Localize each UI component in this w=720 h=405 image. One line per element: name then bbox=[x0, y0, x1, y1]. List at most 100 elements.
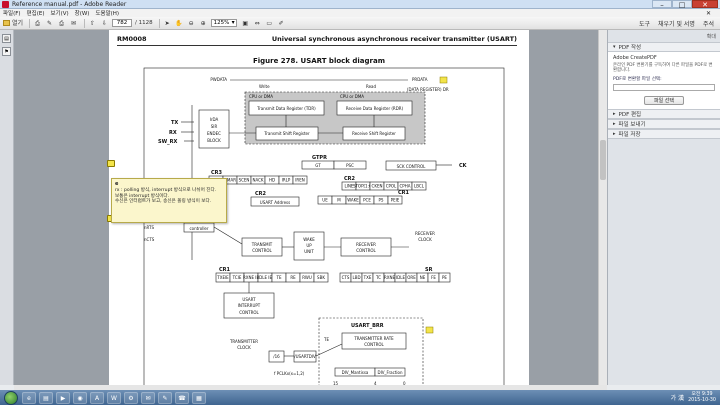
taskbar-app-button[interactable]: ⚙ bbox=[124, 391, 138, 404]
wakeup-1: WAKE bbox=[303, 237, 315, 242]
irda-label-3: ENDEC bbox=[207, 131, 221, 136]
menu-help[interactable]: 도움말(H) bbox=[95, 11, 120, 17]
previous-page-icon[interactable]: ⇧ bbox=[90, 19, 96, 27]
horizontal-scrollbar[interactable] bbox=[14, 385, 607, 390]
email-icon[interactable]: ✉ bbox=[71, 19, 77, 27]
baud-control-2: CONTROL bbox=[364, 342, 384, 347]
comment-tool-icon[interactable]: ▭ bbox=[266, 19, 272, 27]
pin-ncts: nCTS bbox=[144, 237, 155, 242]
cr1-field-label: TCIE bbox=[232, 275, 242, 280]
tasks-pane: 확대 ▾ PDF 작성 Adobe CreatePDF 온라인 PDF 변환기를… bbox=[607, 30, 720, 385]
comment-tab[interactable]: 주석 bbox=[702, 21, 714, 28]
ime-indicator[interactable]: 가 漢 bbox=[670, 395, 685, 402]
highlight-tool-icon[interactable]: ✐ bbox=[278, 19, 284, 27]
document-viewport[interactable]: RM0008 Universal synchronous asynchronou… bbox=[14, 30, 606, 390]
clock[interactable]: 오전 9:39 2015-10-30 bbox=[688, 392, 716, 403]
brr-bit-0: 0 bbox=[403, 381, 406, 386]
next-page-icon[interactable]: ⇩ bbox=[102, 19, 108, 27]
hand-tool-icon[interactable]: ✋ bbox=[175, 19, 183, 27]
minimize-button[interactable]: – bbox=[652, 0, 672, 9]
tools-tab[interactable]: 도구 bbox=[638, 21, 651, 28]
section-edit-pdf[interactable]: ▸ PDF 편집 bbox=[608, 108, 720, 119]
select-tool-icon[interactable]: ➤ bbox=[164, 19, 170, 27]
select-file-label: PDF로 변환할 파일 선택: bbox=[613, 76, 662, 82]
vertical-scrollbar[interactable] bbox=[598, 30, 607, 385]
gtpr-name: GTPR bbox=[312, 155, 327, 161]
taskbar-app-button[interactable]: ☎ bbox=[175, 391, 189, 404]
fill-sign-tab[interactable]: 채우기 및 서명 bbox=[658, 21, 695, 28]
gtpr-psc-label: PSC bbox=[346, 163, 354, 168]
doc-id: RM0008 bbox=[117, 35, 147, 43]
cr1-field-label: RE bbox=[290, 275, 296, 280]
fit-width-icon[interactable]: ⇔ bbox=[254, 19, 260, 27]
zoom-select[interactable]: 125% bbox=[210, 19, 237, 27]
menu-edit[interactable]: 편집(E) bbox=[26, 11, 45, 17]
taskbar-app-button[interactable]: W bbox=[107, 391, 121, 404]
menu-view[interactable]: 보기(V) bbox=[50, 11, 69, 17]
cr3-register: DMATDMARSCENNACKHDIRLPIREN bbox=[208, 175, 308, 185]
cr1-top-field-label: PS bbox=[379, 198, 384, 203]
pin-nrts: nRTS bbox=[144, 225, 154, 230]
cr1-field-label: TXEIE bbox=[216, 275, 229, 280]
comment-author: e bbox=[115, 181, 119, 187]
toolbar-divider bbox=[29, 18, 31, 28]
file-select-field[interactable] bbox=[613, 83, 715, 91]
sr-field-label: NE bbox=[420, 275, 426, 280]
dr-label: (DATA REGISTER) DR bbox=[407, 87, 449, 92]
cr1-field-label: TE bbox=[276, 275, 282, 280]
taskbar-app-button[interactable]: e bbox=[22, 391, 36, 404]
document-close-icon[interactable]: ✕ bbox=[705, 9, 711, 17]
comment-note-icon[interactable] bbox=[107, 160, 115, 167]
page-thumbnails-icon[interactable]: ▤ bbox=[2, 34, 11, 43]
menu-file[interactable]: 파일(F) bbox=[3, 11, 21, 17]
zoom-in-icon[interactable]: ⊕ bbox=[200, 19, 206, 27]
sr-field-label: IDLE bbox=[396, 275, 405, 280]
taskbar-app-button[interactable]: ▶ bbox=[56, 391, 70, 404]
header-rule bbox=[117, 45, 517, 46]
usart-brr-group bbox=[318, 317, 424, 390]
bookmarks-icon[interactable]: ⚑ bbox=[2, 47, 11, 56]
taskbar-app-button[interactable]: ✎ bbox=[158, 391, 172, 404]
fit-page-icon[interactable]: ▣ bbox=[242, 19, 248, 27]
maximize-button[interactable]: □ bbox=[672, 0, 692, 9]
cr1-top-field-label: UE bbox=[322, 198, 328, 203]
section-send-file-label: 파일 보내기 bbox=[618, 121, 646, 128]
navigation-pane: ▤ ⚑ bbox=[0, 30, 14, 385]
taskbar-app-button[interactable]: ▦ bbox=[192, 391, 206, 404]
select-file-button[interactable]: 파일 선택 bbox=[644, 95, 684, 105]
start-button[interactable] bbox=[4, 390, 18, 405]
open-label: 열기 bbox=[12, 19, 24, 27]
comment-popup[interactable]: e rx : polling 방식, interrupt 방식으로 나뉘어 진다… bbox=[111, 178, 227, 223]
tx-shift-label: Transmit Shift Register bbox=[263, 131, 310, 136]
taskbar-app-button[interactable]: ◉ bbox=[73, 391, 87, 404]
cr1-top-field-label: WAKE bbox=[347, 198, 359, 203]
pane-expand-label[interactable]: 확대 bbox=[706, 33, 716, 40]
open-button[interactable]: 열기 bbox=[3, 19, 23, 28]
pclk-label: f PCLKx(x=1,2) bbox=[274, 371, 305, 376]
zoom-out-icon[interactable]: ⊖ bbox=[188, 19, 194, 27]
taskbar-app-button[interactable]: ✉ bbox=[141, 391, 155, 404]
create-pdf-icon[interactable]: ⎙ bbox=[35, 19, 40, 27]
close-button[interactable]: ✕ bbox=[692, 0, 718, 9]
edit-icon[interactable]: ✎ bbox=[47, 19, 53, 27]
note-marker-icon bbox=[439, 76, 448, 84]
menu-window[interactable]: 창(W) bbox=[74, 11, 90, 17]
window-controls: – □ ✕ bbox=[652, 0, 718, 9]
taskbar-app-button[interactable]: A bbox=[90, 391, 104, 404]
cr1-top-name: CR1 bbox=[398, 190, 410, 196]
cr3-field-label: IRLP bbox=[282, 178, 291, 183]
section-store-file[interactable]: ▸ 파일 저장 bbox=[608, 128, 720, 139]
transmit-control-box bbox=[241, 237, 283, 257]
scrollbar-thumb[interactable] bbox=[600, 140, 606, 180]
sr-field-label: PE bbox=[442, 275, 447, 280]
section-send-file[interactable]: ▸ 파일 보내기 bbox=[608, 118, 720, 129]
wakeup-unit-box bbox=[293, 231, 325, 261]
div-fraction-box bbox=[374, 367, 406, 377]
page-number-input[interactable]: 782 bbox=[112, 19, 133, 27]
section-create-pdf[interactable]: ▾ PDF 작성 bbox=[608, 42, 720, 52]
ck-pin-label: CK bbox=[459, 163, 468, 169]
cr1-field-label: RWU bbox=[302, 275, 312, 280]
wakeup-2: UP bbox=[306, 243, 312, 248]
taskbar-app-button[interactable]: ▤ bbox=[39, 391, 53, 404]
print-icon[interactable]: ⎙ bbox=[59, 19, 64, 27]
